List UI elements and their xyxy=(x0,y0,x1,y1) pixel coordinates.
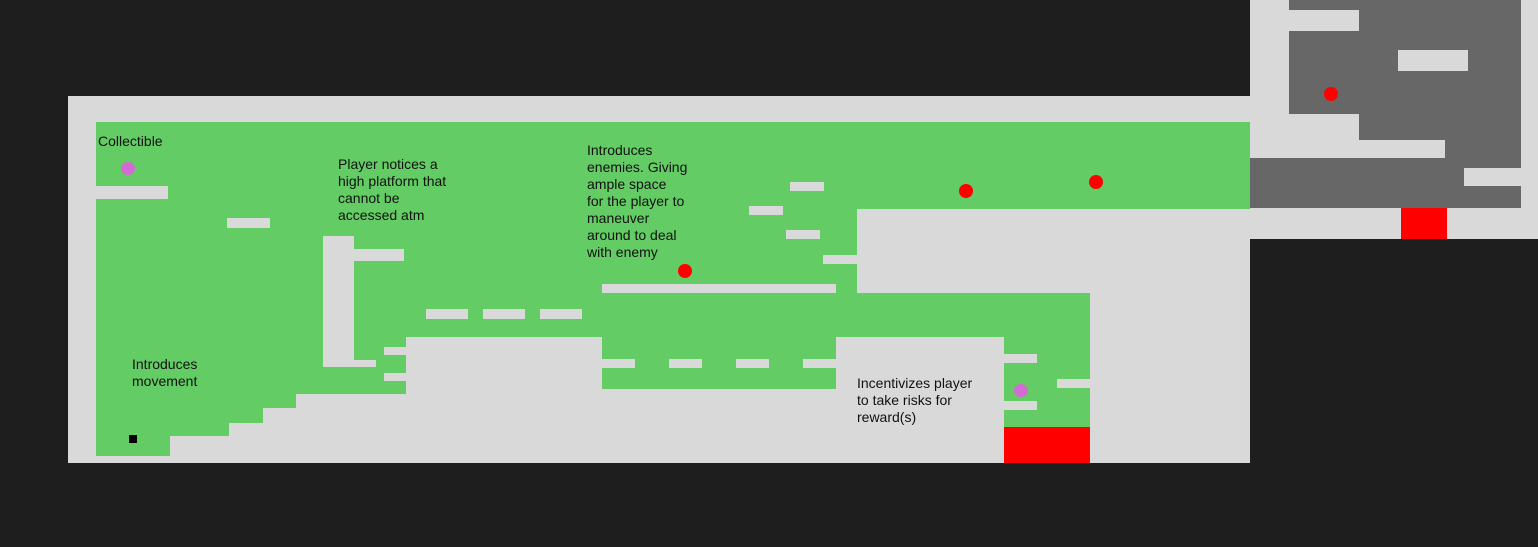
enemy-marker xyxy=(1324,87,1338,101)
annotation-enemies: Introduces enemies. Giving ample space f… xyxy=(587,142,688,260)
platform xyxy=(1057,379,1090,388)
platform xyxy=(1289,10,1359,31)
platform xyxy=(540,309,582,319)
platform xyxy=(669,359,702,368)
wall-ledge xyxy=(384,373,406,381)
hazard-pit xyxy=(1004,427,1090,463)
platform xyxy=(354,360,376,367)
enemy-marker xyxy=(1089,175,1103,189)
platform xyxy=(1004,354,1037,363)
tall-pillar xyxy=(323,236,354,367)
platform xyxy=(803,359,836,368)
annotation-collectible: Collectible xyxy=(98,133,163,149)
platform xyxy=(749,206,783,215)
wall-ledge xyxy=(384,347,406,355)
collectible-marker xyxy=(1014,384,1028,397)
annotation-risk-reward: Incentivizes player to take risks for re… xyxy=(857,375,973,425)
enemy-marker xyxy=(959,184,973,198)
platform xyxy=(823,255,857,264)
platform xyxy=(786,230,820,239)
annotation-high-platform: Player notices a high platform that cann… xyxy=(338,156,447,223)
platform xyxy=(96,186,168,199)
enemy-marker xyxy=(678,264,692,278)
platform xyxy=(483,309,525,319)
platform xyxy=(227,218,270,228)
platform xyxy=(736,359,769,368)
high-platform xyxy=(354,249,404,261)
play-area-floor-strip xyxy=(96,122,170,456)
platform xyxy=(790,182,824,191)
platform xyxy=(1398,50,1468,71)
annotation-movement: Introduces movement xyxy=(132,356,198,389)
hazard-block xyxy=(1401,208,1447,239)
platform xyxy=(1289,114,1359,158)
platform xyxy=(1004,401,1037,410)
player-marker xyxy=(129,435,137,443)
long-platform xyxy=(602,284,836,293)
platform xyxy=(1359,140,1445,158)
play-area-lower-pocket xyxy=(602,337,836,389)
platform xyxy=(602,359,635,368)
collectible-marker xyxy=(121,162,135,175)
platform xyxy=(1464,168,1521,186)
platform xyxy=(426,309,468,319)
